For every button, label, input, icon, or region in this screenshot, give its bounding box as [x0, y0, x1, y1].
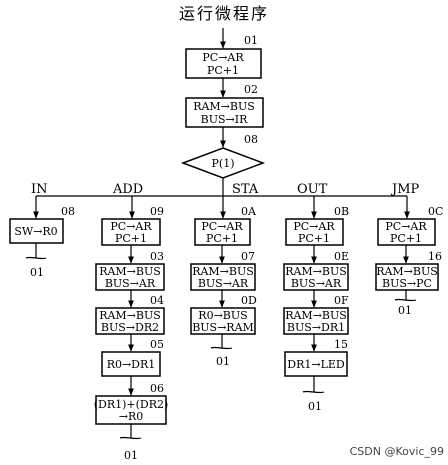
node-add-06: [95, 395, 167, 425]
diagram-title: 运行微程序: [179, 4, 269, 23]
node-sta-0d: [190, 307, 256, 335]
node-02-addr: 02: [244, 83, 258, 96]
node-01-line1: PC→AR: [202, 51, 244, 64]
node-add-03-line1: RAM→BUS: [99, 265, 161, 278]
node-jmp-0c-line2: PC+1: [390, 232, 422, 245]
node-out-0e-line2: BUS→AR: [291, 277, 342, 290]
node-add-06-line1: (DR1)+(DR2): [94, 398, 169, 411]
node-out-0e: [283, 263, 349, 291]
sta-return-label: 01: [216, 355, 230, 368]
node-01-addr: 01: [244, 34, 258, 47]
node-add-05-line1: R0→DR1: [107, 358, 156, 371]
in-return-label: 01: [30, 266, 44, 279]
node-jmp-0c: [377, 218, 436, 246]
node-add-04: [95, 307, 165, 335]
node-sta-0a-addr: 0A: [241, 205, 257, 218]
node-add-09-line1: PC→AR: [110, 220, 152, 233]
decision-p1-label: P(1): [212, 157, 235, 170]
node-sta-07-line2: BUS→AR: [198, 277, 249, 290]
node-out-0b-line2: PC+1: [298, 232, 330, 245]
node-out-0f-line1: RAM→BUS: [285, 309, 347, 322]
branch-in-label: IN: [31, 182, 48, 197]
node-add-09-line2: PC+1: [115, 232, 147, 245]
node-out-0f-addr: 0F: [334, 294, 349, 307]
node-in-08-addr: 08: [61, 205, 75, 218]
node-sta-07-addr: 07: [241, 250, 255, 263]
branch-out-label: OUT: [297, 182, 328, 197]
node-02-line2: BUS→IR: [201, 113, 248, 126]
node-add-04-line2: BUS→DR2: [101, 321, 159, 334]
node-add-03-addr: 03: [150, 250, 164, 263]
node-02: [185, 97, 264, 128]
node-out-0f-line2: BUS→DR1: [287, 321, 345, 334]
node-sta-0d-line2: BUS→RAM: [192, 321, 254, 334]
branch-add-label: ADD: [112, 182, 143, 197]
branch-sta-label: STA: [232, 182, 259, 197]
node-sta-07-line1: RAM→BUS: [192, 265, 254, 278]
node-out-0b-addr: 0B: [334, 205, 349, 218]
node-sta-0a-line1: PC→AR: [201, 220, 243, 233]
node-add-03: [95, 263, 165, 291]
node-out-0b-line1: PC→AR: [293, 220, 335, 233]
node-add-09-addr: 09: [150, 205, 164, 218]
node-sta-0d-addr: 0D: [241, 294, 257, 307]
node-add-09: [101, 218, 161, 246]
node-add-04-line1: RAM→BUS: [99, 309, 161, 322]
out-return-label: 01: [308, 400, 322, 413]
node-add-06-addr: 06: [150, 382, 164, 395]
node-jmp-16: [375, 263, 439, 291]
branch-jmp-label: JMP: [390, 182, 420, 197]
node-out-0e-line1: RAM→BUS: [285, 265, 347, 278]
node-sta-0d-line1: R0→BUS: [198, 309, 247, 322]
node-02-line1: RAM→BUS: [193, 100, 255, 113]
node-jmp-0c-addr: 0C: [428, 205, 443, 218]
node-add-04-addr: 04: [150, 294, 164, 307]
node-jmp-16-line2: BUS→PC: [382, 277, 432, 290]
node-08-addr: 08: [244, 133, 258, 146]
node-add-03-line2: BUS→AR: [105, 277, 156, 290]
node-sta-07: [190, 263, 256, 291]
add-return-label: 01: [124, 449, 138, 462]
node-jmp-16-line1: RAM→BUS: [376, 265, 438, 278]
node-out-15-line1: DR1→LED: [287, 358, 345, 371]
jmp-return-label: 01: [398, 304, 412, 317]
node-add-05: [101, 351, 161, 377]
node-out-0e-addr: 0E: [334, 250, 349, 263]
node-out-15: [284, 351, 348, 377]
node-jmp-16-addr: 16: [428, 250, 442, 263]
node-in-08-line1: SW→R0: [14, 225, 57, 238]
node-sta-0a-line2: PC+1: [206, 232, 238, 245]
node-jmp-0c-line1: PC→AR: [385, 220, 427, 233]
node-out-0f: [283, 307, 349, 335]
node-add-06-line2: →R0: [119, 410, 144, 423]
node-01-line2: PC+1: [207, 64, 239, 77]
node-sta-0a: [194, 218, 251, 246]
watermark: CSDN @Kovic_99: [350, 445, 444, 458]
node-add-05-addr: 05: [150, 338, 164, 351]
node-out-15-addr: 15: [334, 338, 348, 351]
